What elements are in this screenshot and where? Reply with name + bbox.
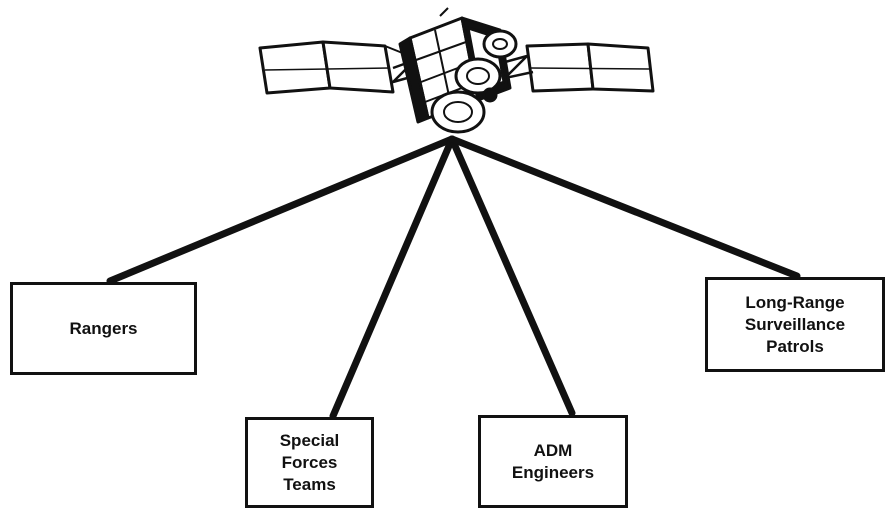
unit-box-rangers: Rangers	[10, 282, 197, 375]
link-adm-engineers	[448, 135, 576, 417]
link-lrsp	[448, 135, 801, 280]
unit-label-adm-engineers: ADM Engineers	[511, 440, 595, 482]
unit-box-adm-engineers: ADM Engineers	[478, 415, 628, 508]
unit-box-special-forces: Special Forces Teams	[245, 417, 374, 508]
unit-label-lrsp: Long-Range Surveillance Patrols	[744, 292, 846, 356]
link-special-forces	[329, 135, 456, 420]
link-lines	[106, 135, 801, 420]
satellite-icon	[258, 7, 655, 134]
link-rangers	[106, 135, 456, 285]
unit-label-rangers: Rangers	[69, 318, 138, 338]
unit-box-lrsp: Long-Range Surveillance Patrols	[705, 277, 885, 372]
unit-label-special-forces: Special Forces Teams	[279, 430, 340, 494]
